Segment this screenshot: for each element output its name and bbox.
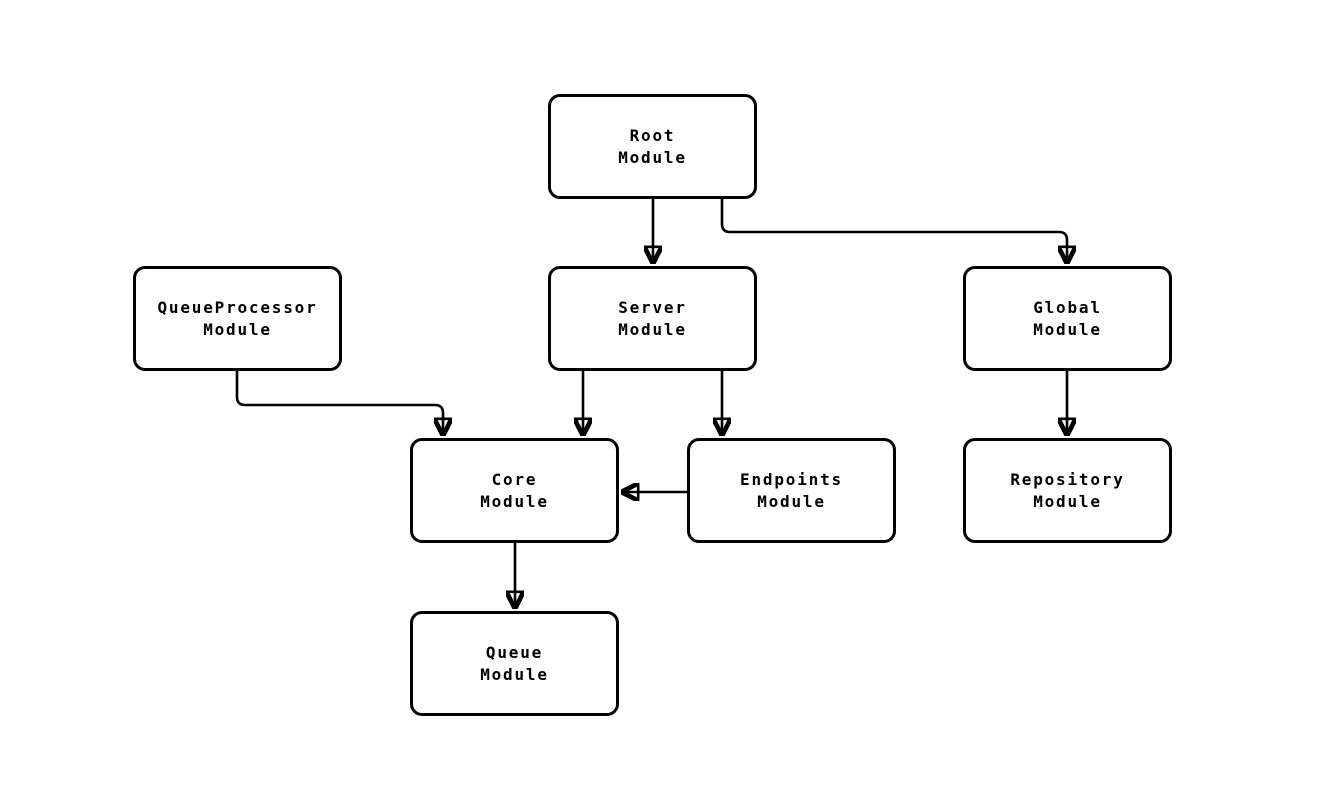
node-label-line: Server [618, 297, 687, 317]
node-endpoints-module: Endpoints Module [687, 438, 896, 543]
node-label-line: Module [618, 319, 687, 339]
node-label-line: Module [1033, 319, 1102, 339]
node-label-line: QueueProcessor [157, 297, 318, 317]
node-label-line: Module [757, 491, 826, 511]
node-label-line: Global [1033, 297, 1102, 317]
node-label-line: Module [480, 664, 549, 684]
node-label-line: Module [203, 319, 272, 339]
node-server-module: Server Module [548, 266, 757, 371]
edge-root-to-global [720, 198, 1067, 263]
node-label-line: Root [629, 125, 676, 145]
node-core-module: Core Module [410, 438, 619, 543]
node-label-line: Core [491, 469, 538, 489]
node-root-module: Root Module [548, 94, 757, 199]
node-label-line: Module [480, 491, 549, 511]
node-queue-module: Queue Module [410, 611, 619, 716]
node-queueprocessor-module: QueueProcessor Module [133, 266, 342, 371]
node-global-module: Global Module [963, 266, 1172, 371]
node-label-line: Repository [1010, 469, 1125, 489]
node-label-line: Queue [485, 642, 544, 662]
node-label-line: Endpoints [740, 469, 843, 489]
node-label-line: Module [1033, 491, 1102, 511]
node-repository-module: Repository Module [963, 438, 1172, 543]
node-label-line: Module [618, 147, 687, 167]
edge-queueprocessor-to-core [235, 370, 443, 435]
